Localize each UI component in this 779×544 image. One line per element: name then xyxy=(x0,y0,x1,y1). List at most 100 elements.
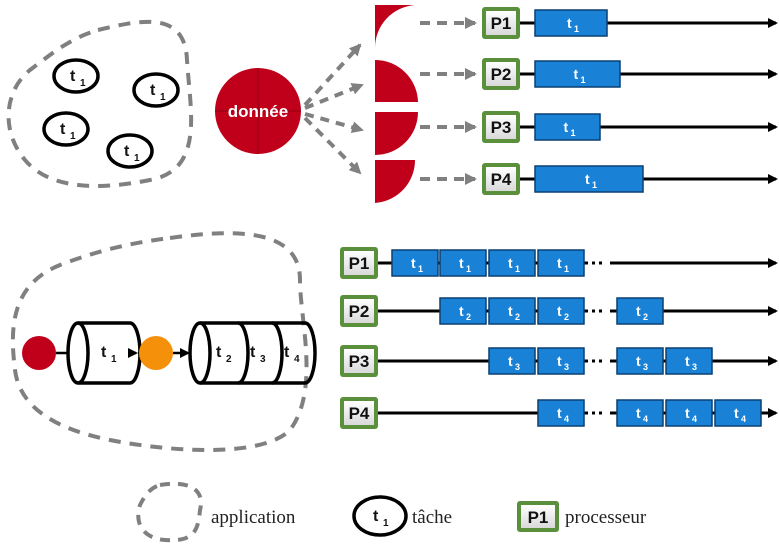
task-label: t xyxy=(557,255,562,271)
task-label: t xyxy=(557,303,562,319)
task-label: t xyxy=(411,255,416,271)
processor-label: P4 xyxy=(349,404,370,423)
input-data-dot xyxy=(22,336,56,370)
task-label: t xyxy=(685,353,690,369)
processor-label: P3 xyxy=(349,352,370,371)
task-oval: t 1 xyxy=(106,133,154,169)
task-oval: t 1 xyxy=(52,58,100,94)
svg-text:t: t xyxy=(373,508,379,525)
svg-text:3: 3 xyxy=(692,362,697,372)
svg-text:P1: P1 xyxy=(528,508,549,527)
svg-text:1: 1 xyxy=(466,264,471,274)
svg-text:4: 4 xyxy=(294,354,300,365)
legend-task-label: tâche xyxy=(412,507,452,528)
svg-text:1: 1 xyxy=(134,153,140,164)
task-label: t xyxy=(636,303,641,319)
svg-text:4: 4 xyxy=(564,414,569,424)
svg-text:1: 1 xyxy=(574,24,579,34)
svg-text:t: t xyxy=(250,344,256,361)
task-label: t xyxy=(636,405,641,421)
svg-text:3: 3 xyxy=(260,354,266,365)
pipeline: t 1 t 2 t 3 t 4 xyxy=(22,321,317,385)
processor-label: P2 xyxy=(349,302,370,321)
legend-task-icon: t 1 xyxy=(352,495,408,537)
svg-text:3: 3 xyxy=(515,362,520,372)
task-label: t xyxy=(685,405,690,421)
processor-label: P1 xyxy=(349,254,370,273)
processor-label: P2 xyxy=(491,65,512,84)
svg-text:t: t xyxy=(150,82,156,99)
data-label: donnée xyxy=(228,102,288,121)
svg-text:t: t xyxy=(70,68,76,85)
svg-text:1: 1 xyxy=(80,78,86,89)
svg-text:1: 1 xyxy=(383,518,389,529)
task-label: t xyxy=(564,119,569,135)
task-label: t xyxy=(459,255,464,271)
svg-text:4: 4 xyxy=(741,414,746,424)
svg-text:t: t xyxy=(284,344,290,361)
data-piece xyxy=(374,5,415,48)
distribution-arrows xyxy=(303,43,364,175)
svg-text:1: 1 xyxy=(564,264,569,274)
legend-application-icon xyxy=(136,481,203,543)
processor-label: P3 xyxy=(491,118,512,137)
task-label: t xyxy=(557,405,562,421)
processor-chip: P2 xyxy=(340,295,378,327)
svg-text:1: 1 xyxy=(581,75,586,85)
task-label: t xyxy=(557,353,562,369)
task-label: t xyxy=(508,303,513,319)
svg-text:2: 2 xyxy=(515,312,520,322)
task-label: t xyxy=(508,353,513,369)
svg-text:1: 1 xyxy=(111,354,117,365)
svg-text:1: 1 xyxy=(592,180,597,190)
legend-application-label: application xyxy=(211,507,296,528)
svg-text:1: 1 xyxy=(515,264,520,274)
svg-text:t: t xyxy=(60,121,66,138)
processor-chip: P3 xyxy=(340,345,378,377)
svg-text:1: 1 xyxy=(70,131,76,142)
svg-text:3: 3 xyxy=(564,362,569,372)
task-label: t xyxy=(734,405,739,421)
data-piece xyxy=(375,160,416,203)
svg-text:1: 1 xyxy=(418,264,423,274)
processor-label: P1 xyxy=(491,14,512,33)
task-label: t xyxy=(508,255,513,271)
processor-chip: P2 xyxy=(482,58,520,90)
application-boundary-top xyxy=(6,19,194,188)
processor-label: P4 xyxy=(491,170,512,189)
pipeline-stage-t2-t4: t 2 t 3 t 4 xyxy=(188,321,317,385)
svg-text:1: 1 xyxy=(160,92,166,103)
svg-text:4: 4 xyxy=(692,414,697,424)
data-piece xyxy=(375,59,418,102)
task-label: t xyxy=(567,15,572,31)
svg-text:t: t xyxy=(216,344,222,361)
processor-chip: P1 xyxy=(340,247,378,279)
pipeline-stage-t1: t 1 xyxy=(66,321,142,385)
svg-text:1: 1 xyxy=(571,128,576,138)
svg-text:4: 4 xyxy=(643,414,648,424)
task-label: t xyxy=(574,66,579,82)
processor-chip: P3 xyxy=(482,111,520,143)
svg-text:t: t xyxy=(101,344,107,361)
data-piece xyxy=(375,112,418,155)
